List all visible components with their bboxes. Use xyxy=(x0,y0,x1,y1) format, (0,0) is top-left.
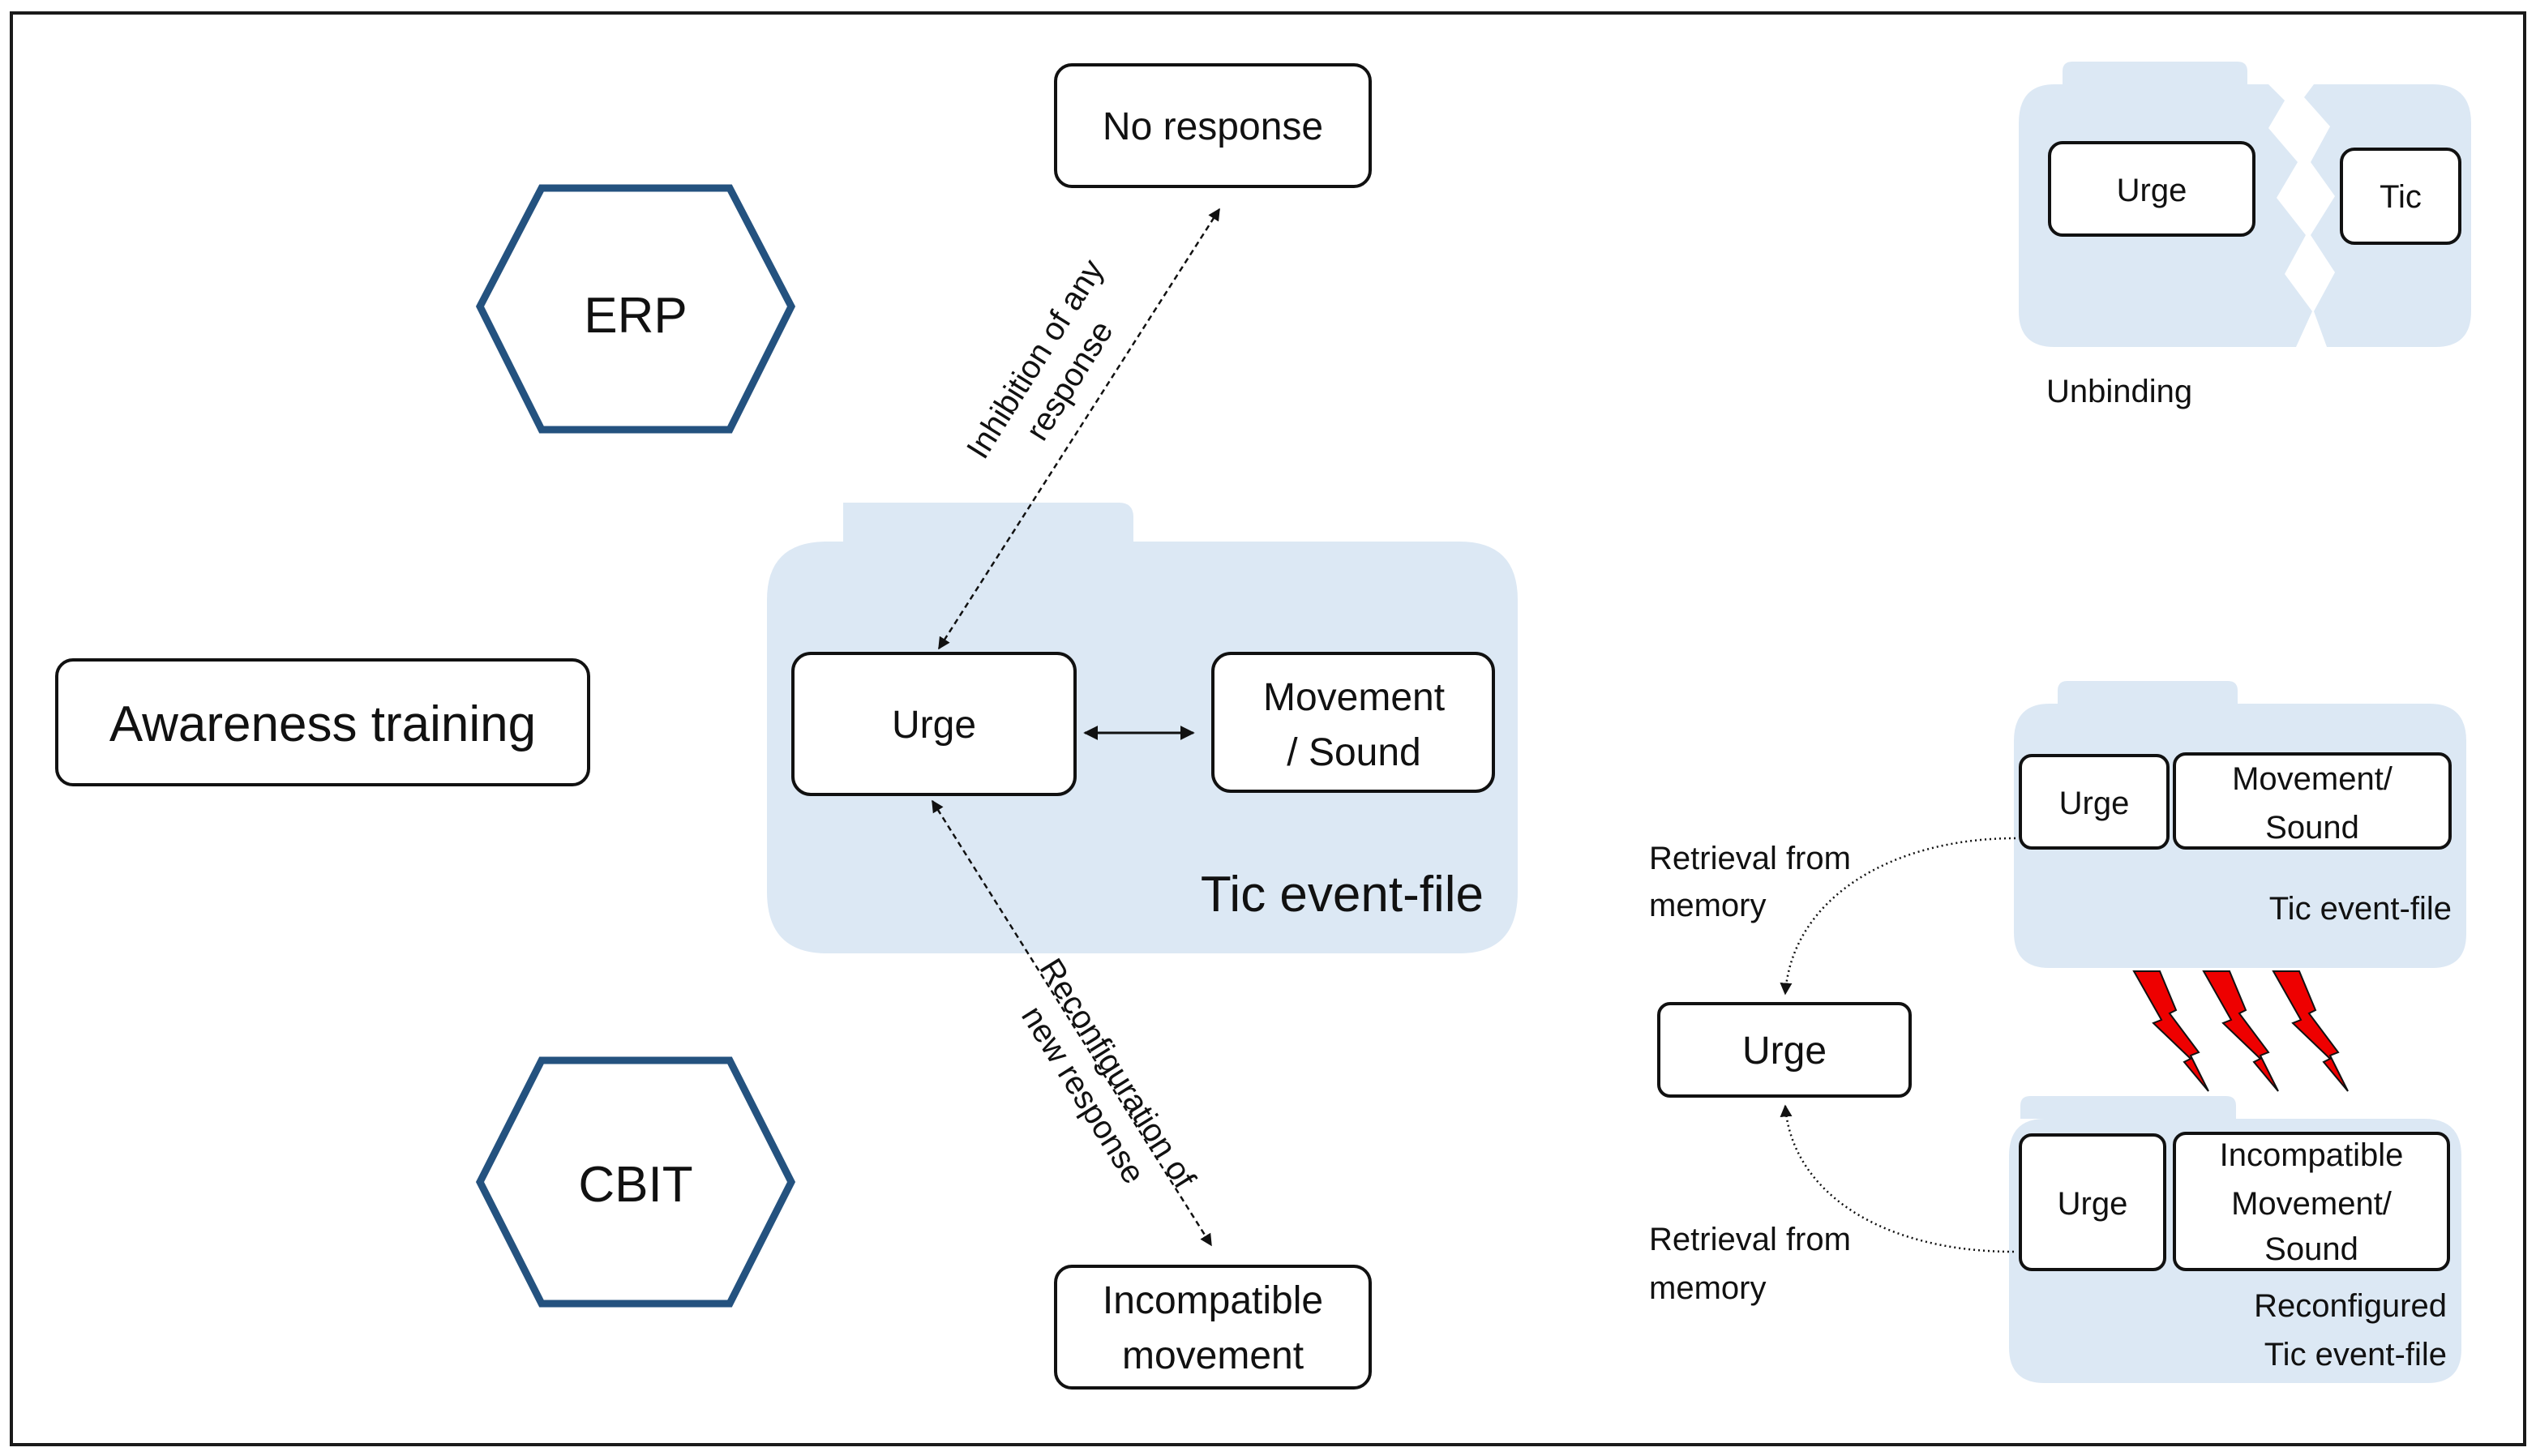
main-urge-node: Urge xyxy=(791,652,1077,796)
incompatible-movement-line2: movement xyxy=(1122,1334,1304,1377)
unbinding-tic-node: Tic xyxy=(2340,148,2461,245)
retrieval-bottom-curve xyxy=(1780,1104,2015,1253)
awareness-training-node: Awareness training xyxy=(55,658,590,786)
main-movement-node: Movement / Sound xyxy=(1211,652,1495,793)
retrieval-bottom-panel-label-line2: Tic event-file xyxy=(2264,1337,2447,1372)
erp-label: ERP xyxy=(584,288,687,344)
retrieval-bottom-movement-line2: Movement/ xyxy=(2231,1186,2392,1222)
cbit-label: CBIT xyxy=(578,1157,692,1213)
retrieval-top-label-line1: Retrieval from xyxy=(1649,841,1851,876)
outer-frame xyxy=(10,11,2526,1446)
conflict-bolts xyxy=(2132,970,2349,1092)
unbinding-crack xyxy=(2262,78,2335,347)
retrieval-top-urge-label: Urge xyxy=(2059,786,2130,821)
incompatible-movement-node: Incompatible movement xyxy=(1054,1265,1372,1390)
erp-node: ERP xyxy=(475,184,796,434)
no-response-label: No response xyxy=(1103,105,1323,148)
retrieval-top-movement-node: Movement/ Sound xyxy=(2173,752,2452,850)
retrieval-center-urge-node: Urge xyxy=(1657,1002,1912,1098)
main-urge-label: Urge xyxy=(892,704,976,747)
retrieval-top-movement-line1: Movement/ xyxy=(2232,761,2393,797)
retrieval-top-urge-node: Urge xyxy=(2019,754,2170,850)
unbinding-urge-node: Urge xyxy=(2048,141,2255,237)
retrieval-bottom-movement-node: Incompatible Movement/ Sound xyxy=(2173,1132,2450,1271)
retrieval-bottom-label-line1: Retrieval from xyxy=(1649,1222,1851,1257)
incompatible-movement-line1: Incompatible xyxy=(1103,1279,1323,1322)
retrieval-bottom-movement-line3: Sound xyxy=(2264,1231,2358,1267)
lightning-bolt-icon xyxy=(2132,970,2209,1092)
cbit-node: CBIT xyxy=(475,1056,796,1308)
lightning-bolt-icon xyxy=(2202,970,2279,1092)
no-response-node: No response xyxy=(1054,63,1372,188)
retrieval-center-urge-label: Urge xyxy=(1742,1030,1827,1073)
retrieval-bottom-movement-line1: Incompatible xyxy=(2220,1137,2404,1173)
main-movement-label-line1: Movement xyxy=(1263,676,1445,719)
unbinding-label: Unbinding xyxy=(2046,374,2192,409)
retrieval-top-movement-line2: Sound xyxy=(2265,810,2359,846)
retrieval-top-curve xyxy=(1780,837,2016,996)
retrieval-top-panel-label: Tic event-file xyxy=(2269,891,2452,927)
awareness-training-label: Awareness training xyxy=(109,696,536,752)
retrieval-bottom-urge-label: Urge xyxy=(2058,1186,2128,1222)
retrieval-bottom-panel-label-line1: Reconfigured xyxy=(2254,1288,2447,1324)
retrieval-bottom-label-line2: memory xyxy=(1649,1270,1766,1306)
reconfiguration-label: Reconfiguration of new response xyxy=(1014,953,1202,1195)
main-panel-label: Tic event-file xyxy=(1201,867,1484,923)
unbinding-tic-label: Tic xyxy=(2380,179,2422,215)
retrieval-bottom-urge-node: Urge xyxy=(2019,1133,2166,1271)
main-movement-label-line2: / Sound xyxy=(1287,731,1420,774)
lightning-bolt-icon xyxy=(2272,970,2349,1092)
unbinding-urge-label: Urge xyxy=(2117,173,2187,208)
retrieval-top-label-line2: memory xyxy=(1649,888,1766,923)
